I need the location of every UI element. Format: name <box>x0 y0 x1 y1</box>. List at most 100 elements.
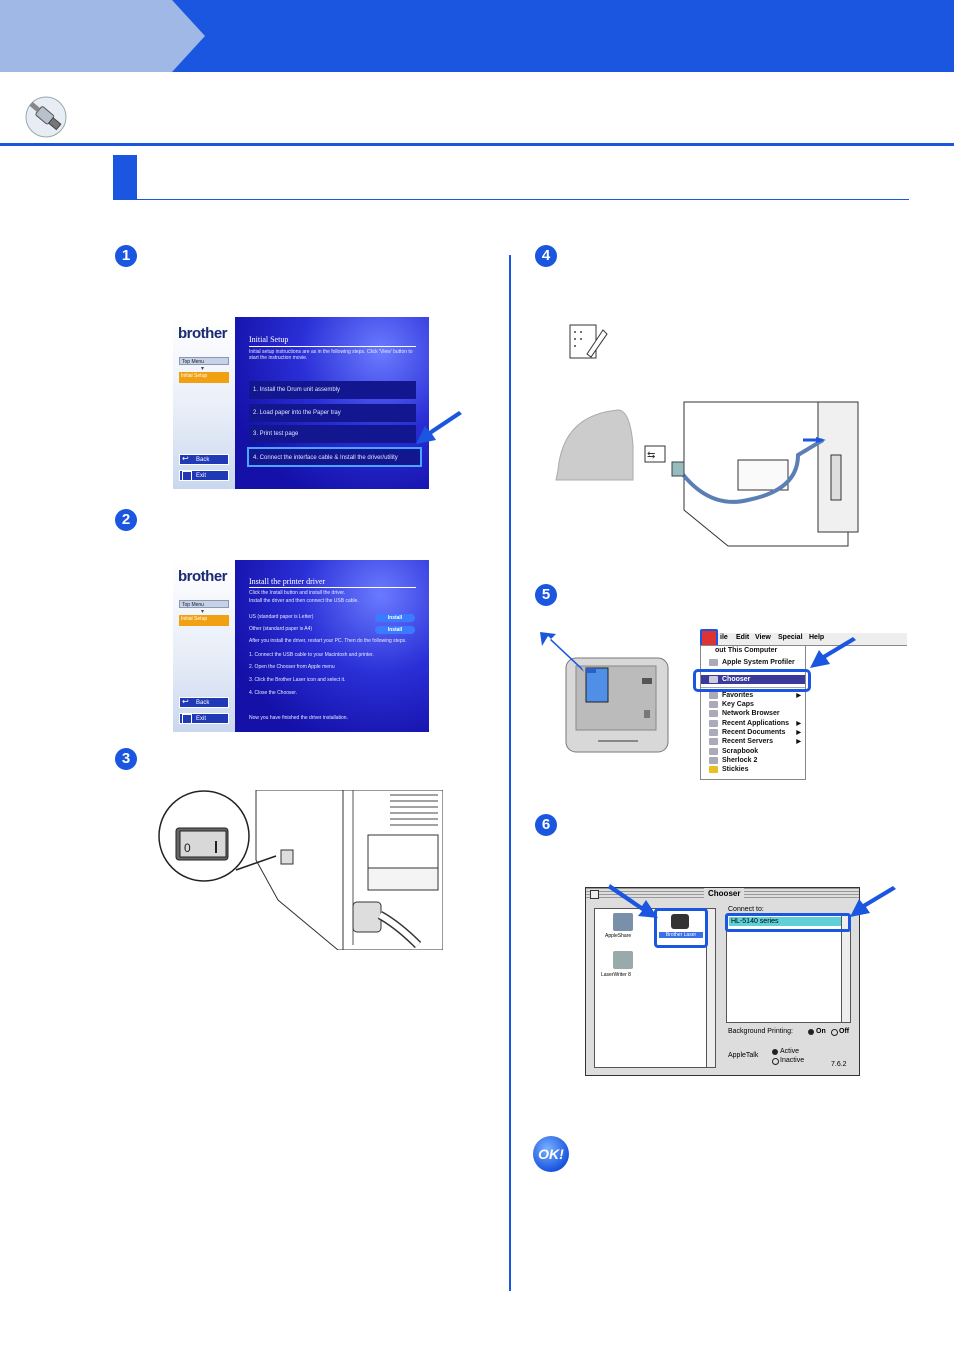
chooser-icon <box>709 675 718 683</box>
svg-text:0: 0 <box>184 841 191 855</box>
connect-to-label: Connect to: <box>728 906 764 913</box>
menu-item-scrapbook[interactable]: Scrapbook <box>701 747 805 756</box>
menu-item-sherlock[interactable]: Sherlock 2 <box>701 756 805 765</box>
driver-step-1: 1. Connect the USB cable to your Macinto… <box>249 652 374 658</box>
menu-item-system-profiler[interactable]: Apple System Profiler <box>701 658 805 667</box>
chooser-window: Chooser AppleShare LaserWriter 8 Brother… <box>585 887 860 1076</box>
install-other-button[interactable]: Install <box>375 626 415 634</box>
driver-step-4: 4. Close the Chooser. <box>249 690 298 696</box>
svg-text:⇆: ⇆ <box>647 450 655 461</box>
nav-arrow-icon: ▾ <box>201 609 205 615</box>
column-divider <box>509 255 511 1291</box>
menu-help[interactable]: Help <box>809 634 825 641</box>
brother-laser-label: Brother Laser <box>659 932 703 938</box>
laserwriter-icon[interactable] <box>613 951 633 969</box>
brother-laser-item[interactable]: Brother Laser <box>659 912 703 942</box>
menu-item-chooser[interactable]: Chooser <box>701 674 805 684</box>
exit-button[interactable]: Exit <box>179 713 229 724</box>
finished-note: Now you have finished the driver install… <box>249 715 348 721</box>
menu-item-recent-docs[interactable]: Recent Documents▶ <box>701 728 805 737</box>
back-button[interactable]: Back <box>179 697 229 708</box>
step-2-marker: 2 <box>115 509 137 531</box>
exit-icon <box>182 714 192 724</box>
printer-list[interactable]: HL-5140 series <box>726 915 851 1023</box>
off-radio[interactable] <box>831 1029 838 1036</box>
appleshare-label: AppleShare <box>605 933 632 939</box>
brother-logo: brother <box>178 325 228 342</box>
appleshare-icon[interactable] <box>613 913 633 931</box>
menu-file[interactable]: ile <box>720 634 728 641</box>
menu-separator <box>701 686 805 688</box>
setup-item-1[interactable]: 1. Install the Drum unit assembly <box>249 381 416 399</box>
stickies-icon <box>709 766 718 774</box>
exit-icon <box>182 471 192 481</box>
nav-top-menu[interactable]: Top Menu <box>179 357 229 365</box>
on-radio[interactable] <box>808 1029 814 1035</box>
menu-item-network-browser[interactable]: Network Browser <box>701 709 805 718</box>
printer-list-scrollbar[interactable] <box>841 916 850 1022</box>
nav-initial-setup[interactable]: Initial Setup <box>179 372 229 383</box>
header-rule <box>0 143 954 146</box>
recent-apps-icon <box>709 719 718 727</box>
setup-item-4[interactable]: 4. Connect the interface cable & Install… <box>247 447 422 467</box>
menu-special[interactable]: Special <box>778 634 803 641</box>
power-switch-illustration: 0 <box>158 790 443 950</box>
back-arrow-icon: ↩ <box>182 454 189 463</box>
menu-item-label: Favorites <box>722 691 754 699</box>
chooser-version: 7.6.2 <box>831 1061 847 1068</box>
menu-edit[interactable]: Edit <box>736 634 750 641</box>
menu-item-label: Sherlock 2 <box>722 756 758 764</box>
nav-top-menu[interactable]: Top Menu <box>179 600 229 608</box>
favorites-icon <box>709 691 718 699</box>
step-1-marker: 1 <box>115 245 137 267</box>
menu-item-label: Recent Servers <box>722 738 773 746</box>
submenu-arrow-icon: ▶ <box>796 720 801 727</box>
back-button[interactable]: Back <box>179 454 229 465</box>
back-arrow-icon: ↩ <box>182 697 189 706</box>
after-install-note: After you install the driver, restart yo… <box>249 638 407 644</box>
exit-button[interactable]: Exit <box>179 470 229 481</box>
menu-item-label: Recent Documents <box>722 729 786 737</box>
inactive-radio[interactable] <box>772 1058 779 1065</box>
printer-item[interactable]: HL-5140 series <box>729 917 841 926</box>
setup-item-3[interactable]: 3. Print test page <box>249 425 416 443</box>
menu-item-about[interactable]: out This Computer <box>715 647 778 654</box>
menu-item-recent-apps[interactable]: Recent Applications▶ <box>701 719 805 728</box>
menu-view[interactable]: View <box>755 634 771 641</box>
setup-item-2[interactable]: 2. Load paper into the Paper tray <box>249 404 416 422</box>
ok-badge-icon: OK! <box>533 1136 569 1172</box>
menu-item-label: Chooser <box>722 675 751 683</box>
keycaps-icon <box>709 701 718 709</box>
mac-menubar: ile Edit View Special Help <box>700 629 907 647</box>
pointer-arrow-icon <box>810 637 856 668</box>
section-rule <box>113 199 909 200</box>
active-radio[interactable] <box>772 1049 778 1055</box>
step-6-marker: 6 <box>535 814 557 836</box>
pointer-arrow-icon <box>608 884 658 918</box>
nav-initial-setup[interactable]: Initial Setup <box>179 615 229 626</box>
recent-docs-icon <box>709 729 718 737</box>
active-label: Active <box>780 1048 800 1055</box>
submenu-arrow-icon: ▶ <box>796 692 801 699</box>
install-us-button[interactable]: Install <box>375 614 415 622</box>
menu-item-stickies[interactable]: Stickies <box>701 765 805 774</box>
step-5-marker: 5 <box>535 584 557 606</box>
close-box-icon[interactable] <box>590 890 599 899</box>
chooser-highlight <box>693 669 811 692</box>
menu-item-label: Scrapbook <box>722 747 759 755</box>
initial-setup-screen: brother Top Menu ▾ Initial Setup Back ↩ … <box>173 317 429 489</box>
chooser-title: Chooser <box>704 888 745 900</box>
off-label: Off <box>839 1028 850 1035</box>
menu-item-key-caps[interactable]: Key Caps <box>701 700 805 709</box>
menu-item-label: Stickies <box>722 766 749 774</box>
menu-item-recent-servers[interactable]: Recent Servers▶ <box>701 737 805 746</box>
driver-step-2: 2. Open the Chooser from Apple menu <box>249 664 335 670</box>
chapter-tab <box>0 0 205 72</box>
driver-list-scrollbar[interactable] <box>706 909 715 1067</box>
recent-servers-icon <box>709 738 718 746</box>
menu-item-favorites[interactable]: Favorites ▶ <box>701 691 805 700</box>
background-printing-label: Background Printing: <box>728 1028 793 1035</box>
menu-item-label: Apple System Profiler <box>722 659 795 667</box>
intro-line-2: Install the driver and then connect the … <box>249 598 359 604</box>
apple-menu-dropdown: out This Computer Apple System Profiler … <box>700 645 806 780</box>
